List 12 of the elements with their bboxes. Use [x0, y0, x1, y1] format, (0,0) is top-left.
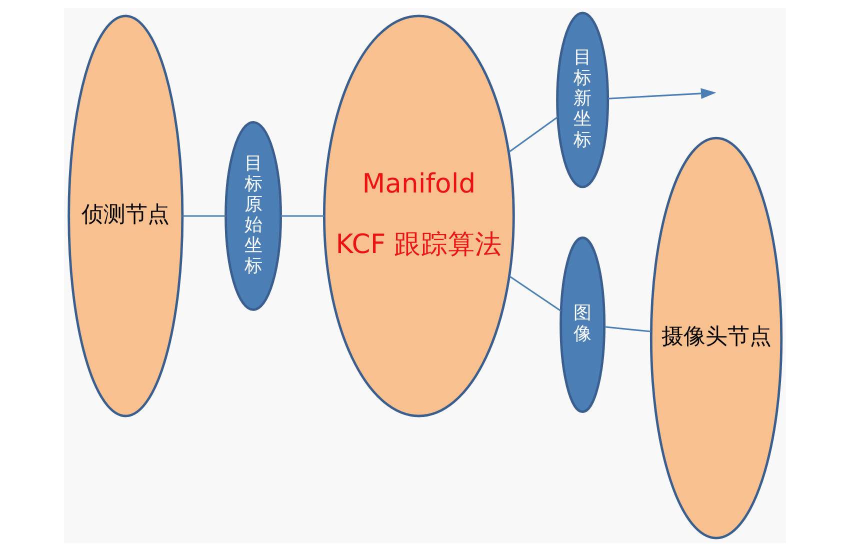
node-ellipse: 图像	[559, 236, 606, 413]
connector	[604, 326, 650, 332]
arrow	[608, 88, 716, 100]
node-ellipse: 目标原始坐标	[224, 121, 282, 311]
connector	[280, 215, 324, 217]
connector	[508, 116, 558, 152]
node-ellipse: 摄像头节点	[649, 136, 782, 540]
node-ellipse: 侦测节点	[67, 14, 184, 418]
connector	[508, 276, 561, 312]
node-ellipse: Manifold KCF 跟踪算法	[322, 14, 514, 418]
node-ellipse: 目标新坐标	[556, 12, 609, 188]
connector	[182, 215, 226, 217]
